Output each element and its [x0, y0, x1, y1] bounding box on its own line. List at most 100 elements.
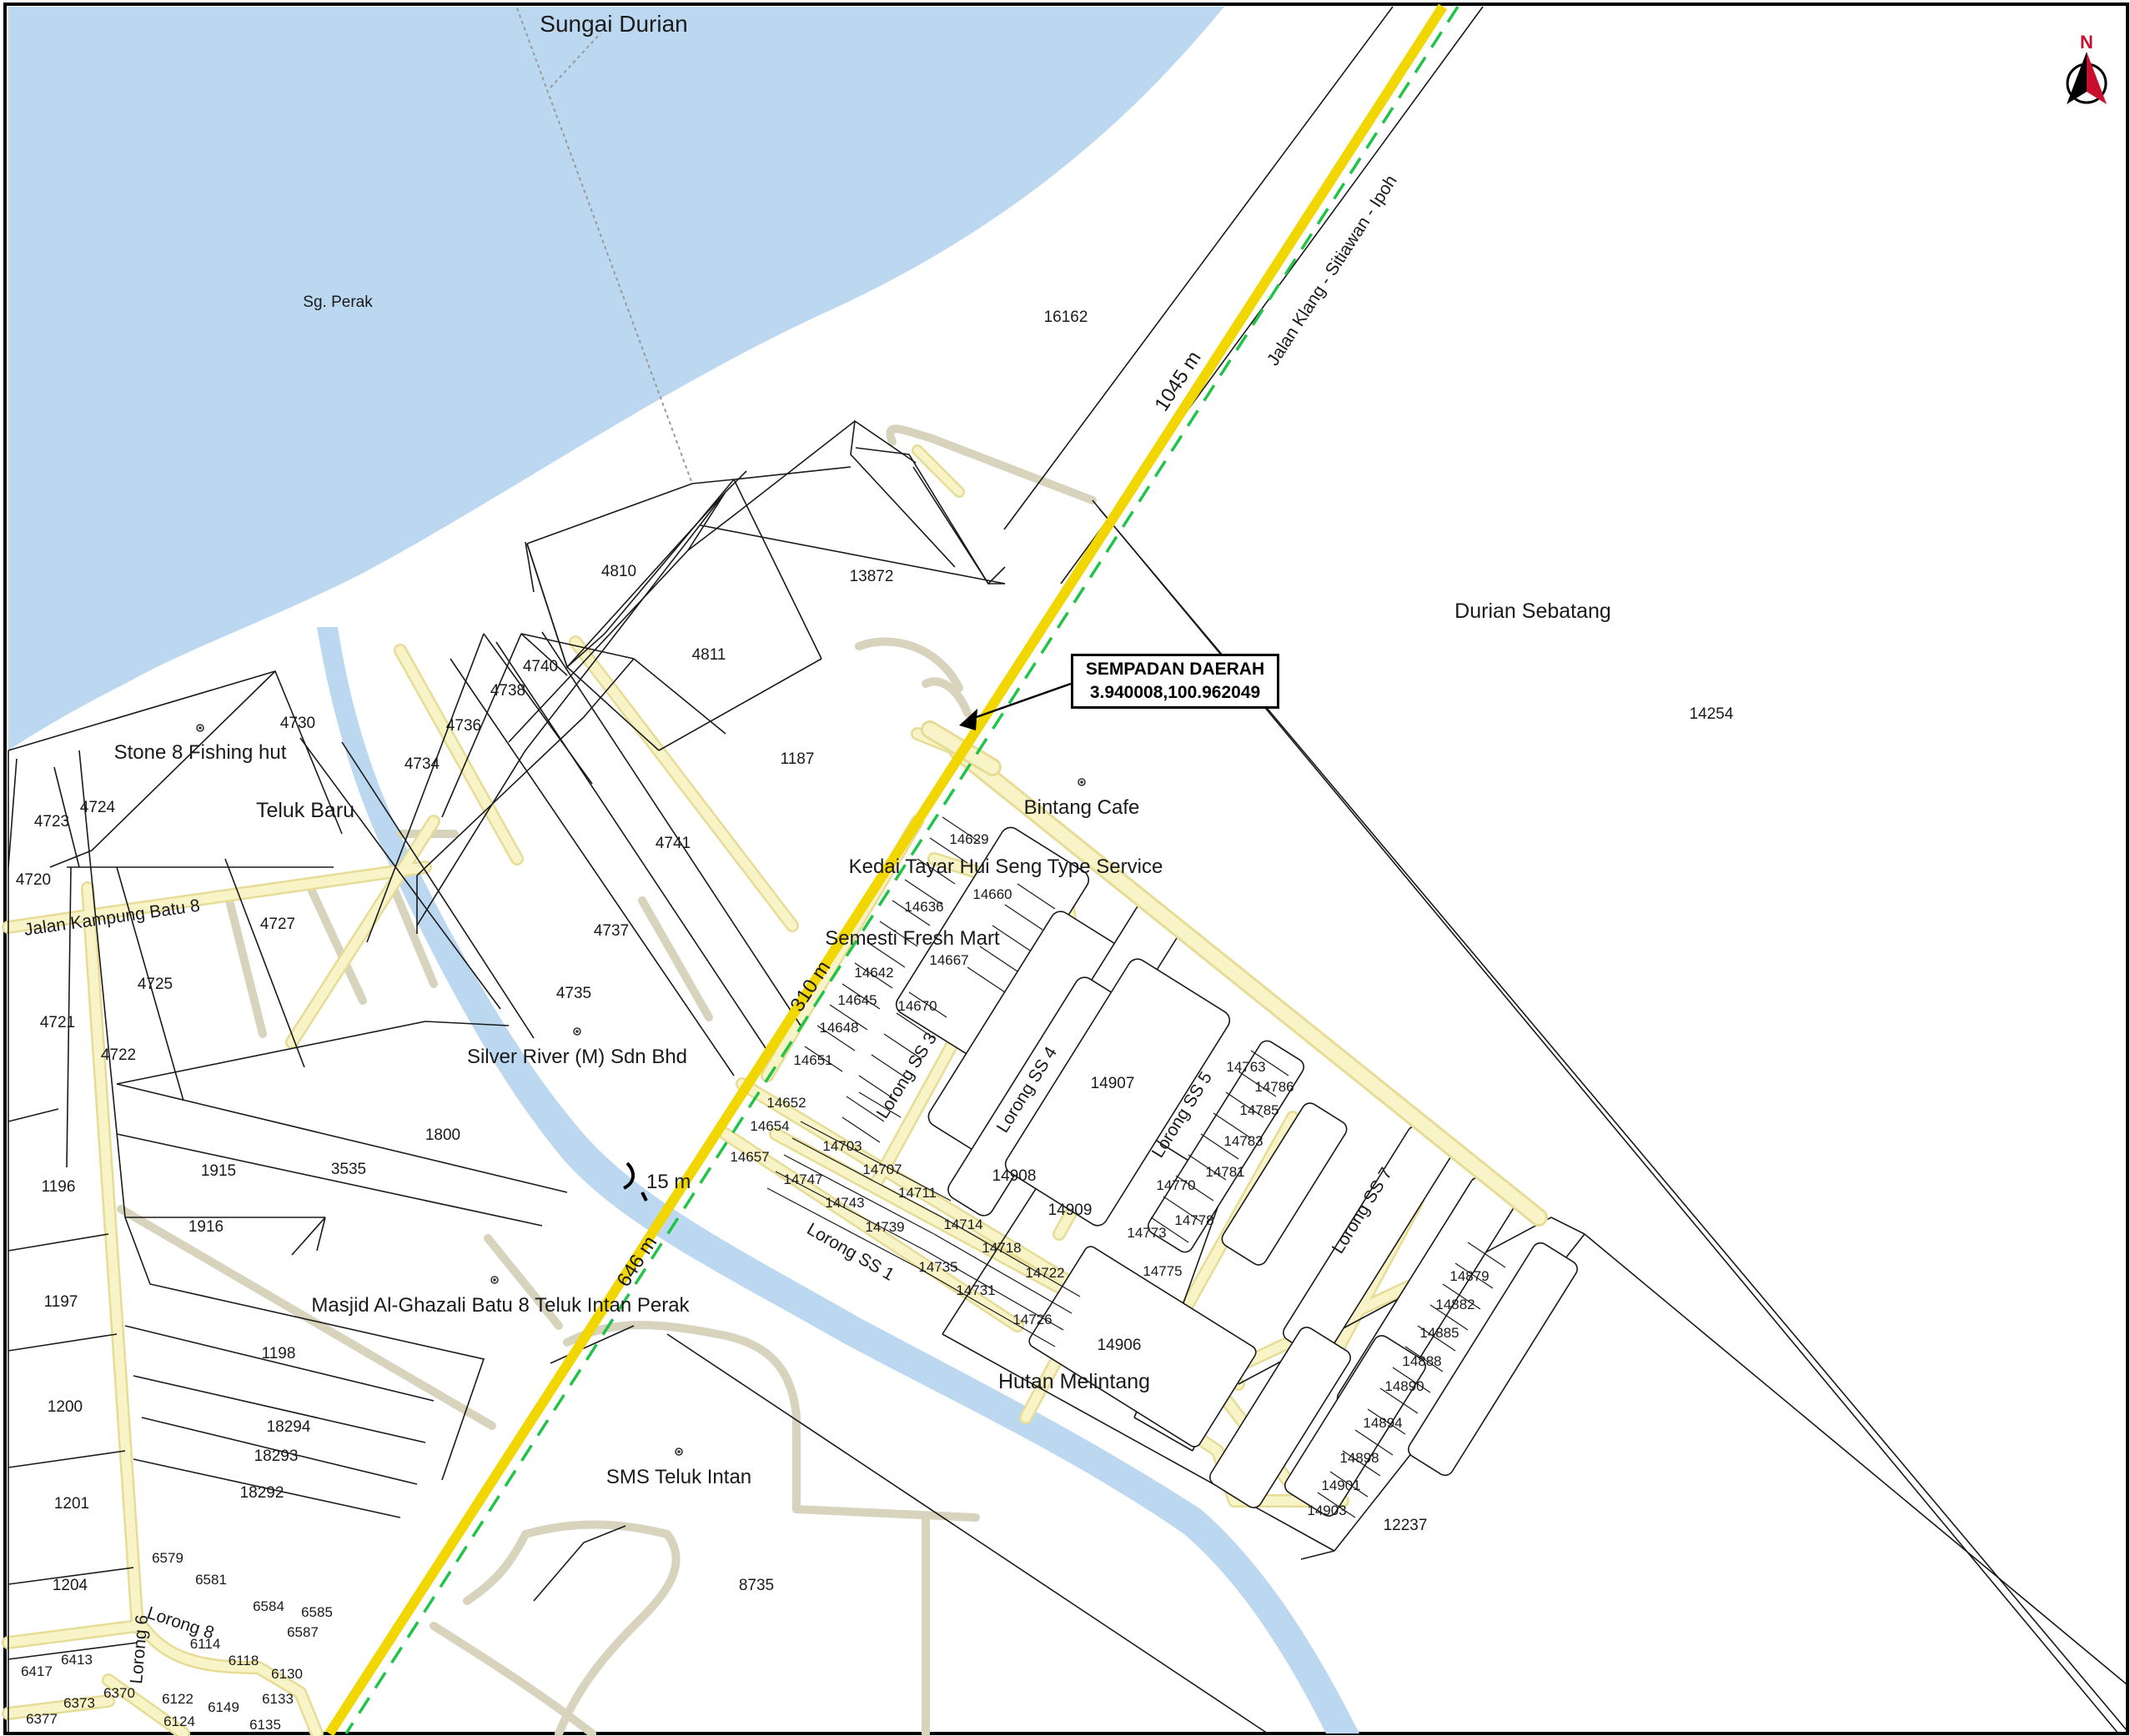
lot-14670: 14670 — [897, 998, 937, 1014]
river-boundary-line — [516, 8, 693, 484]
lot-14909: 14909 — [1048, 1202, 1093, 1219]
lot-14770: 14770 — [1156, 1177, 1195, 1193]
callout-pointer — [971, 682, 1072, 720]
lot-18293: 18293 — [254, 1448, 299, 1465]
highway-jalan-klang — [324, 3, 1459, 1736]
lot-6370: 6370 — [103, 1685, 135, 1701]
lot-14898: 14898 — [1339, 1450, 1379, 1466]
lot-14254: 14254 — [1690, 705, 1734, 723]
label-dist-15: 15 m — [646, 1171, 691, 1193]
lot-12237: 12237 — [1384, 1517, 1428, 1534]
poi-marker-sms — [675, 1448, 683, 1456]
label-masjid: Masjid Al-Ghazali Batu 8 Teluk Intan Per… — [311, 1294, 690, 1317]
lot-4736: 4736 — [446, 717, 481, 735]
lot-6581: 6581 — [195, 1572, 227, 1588]
lot-6373: 6373 — [63, 1695, 95, 1711]
lot-4725: 4725 — [138, 976, 173, 993]
lot-14885: 14885 — [1419, 1325, 1459, 1341]
block-ss7-c — [1408, 1242, 1578, 1477]
lot-14629: 14629 — [949, 831, 988, 847]
poi-marker-masjid — [490, 1276, 499, 1284]
lot-4724: 4724 — [80, 799, 116, 816]
lot-14778: 14778 — [1174, 1212, 1213, 1228]
lot-4738: 4738 — [490, 682, 525, 700]
lot-4723: 4723 — [34, 813, 69, 830]
lot-6133: 6133 — [262, 1691, 294, 1707]
lot-14907: 14907 — [1091, 1075, 1135, 1092]
district-boundary-line — [344, 6, 1459, 1734]
poi-marker-silver — [573, 1027, 581, 1036]
lot-6135: 6135 — [249, 1717, 281, 1733]
lot-14783: 14783 — [1223, 1133, 1263, 1149]
poi-marker-dots — [198, 726, 1083, 1453]
lot-14651: 14651 — [793, 1052, 832, 1068]
collector-roads — [912, 444, 1548, 1227]
lot-14879: 14879 — [1449, 1268, 1489, 1284]
lot-6130: 6130 — [271, 1666, 303, 1682]
lot-1916: 1916 — [188, 1218, 224, 1236]
lot-14711: 14711 — [898, 1185, 937, 1201]
label-bintang-cafe: Bintang Cafe — [1024, 796, 1140, 819]
block-14906 — [1028, 1246, 1257, 1448]
lot-4811: 4811 — [692, 646, 726, 664]
terrace-lot-lines — [766, 816, 1506, 1518]
block-south-a — [1209, 1327, 1351, 1508]
lot-1196: 1196 — [42, 1178, 76, 1196]
lot-4740: 4740 — [523, 658, 558, 675]
lot-1200: 1200 — [48, 1398, 83, 1416]
lot-6584: 6584 — [253, 1598, 284, 1614]
lot-6124: 6124 — [163, 1713, 195, 1729]
lot-6417: 6417 — [21, 1663, 53, 1679]
lot-14906: 14906 — [1098, 1337, 1142, 1354]
lot-14726: 14726 — [1012, 1312, 1052, 1327]
lot-4810: 4810 — [601, 563, 636, 580]
lot-14894: 14894 — [1363, 1415, 1402, 1431]
lot-14775: 14775 — [1143, 1263, 1182, 1279]
lot-14781: 14781 — [1205, 1164, 1244, 1180]
north-label: N — [2080, 32, 2093, 53]
lot-14654: 14654 — [750, 1118, 789, 1134]
label-sms: SMS Teluk Intan — [606, 1466, 751, 1488]
callout-arrowhead — [959, 709, 977, 730]
lot-14743: 14743 — [825, 1195, 864, 1211]
lot-13872: 13872 — [850, 568, 894, 585]
lot-14642: 14642 — [854, 965, 893, 981]
lot-1198: 1198 — [262, 1345, 296, 1362]
lot-18292: 18292 — [240, 1484, 284, 1502]
poi-marker-bintang — [1078, 778, 1086, 786]
lot-4737: 4737 — [594, 922, 629, 940]
lot-14667: 14667 — [929, 952, 968, 968]
lot-14747: 14747 — [783, 1172, 822, 1187]
lot-14735: 14735 — [918, 1259, 957, 1275]
lot-boundaries — [8, 6, 2127, 1734]
lot-6118: 6118 — [229, 1653, 259, 1668]
block-south-b — [1284, 1335, 1426, 1517]
lot-14901: 14901 — [1321, 1478, 1360, 1493]
north-arrow: N — [2066, 32, 2107, 104]
lot-14648: 14648 — [819, 1020, 858, 1036]
lot-1197: 1197 — [44, 1293, 78, 1311]
lot-14636: 14636 — [904, 899, 943, 915]
lot-14786: 14786 — [1254, 1079, 1294, 1095]
lot-6114: 6114 — [190, 1636, 221, 1652]
lot-14903: 14903 — [1307, 1503, 1346, 1518]
district-boundary-callout: SEMPADAN DAERAH 3.940008,100.962049 — [1071, 654, 1279, 709]
stream-durian — [317, 627, 1359, 1733]
lot-4735: 4735 — [556, 985, 591, 1002]
lot-6413: 6413 — [61, 1652, 93, 1668]
block-ss5-b — [1221, 1102, 1348, 1266]
lot-14718: 14718 — [982, 1240, 1021, 1256]
label-hutan-melintang: Hutan Melintang — [998, 1370, 1150, 1393]
poi-marker-fishing — [196, 724, 204, 732]
lot-14773: 14773 — [1127, 1225, 1166, 1241]
lot-14652: 14652 — [766, 1095, 806, 1111]
river-perak — [8, 7, 1224, 750]
lot-14660: 14660 — [972, 886, 1012, 902]
lot-14731: 14731 — [956, 1282, 995, 1298]
lot-4727: 4727 — [260, 916, 295, 933]
lot-6122: 6122 — [162, 1691, 193, 1707]
lot-14908: 14908 — [992, 1167, 1037, 1185]
lot-4734: 4734 — [404, 755, 440, 773]
lot-14722: 14722 — [1025, 1265, 1064, 1281]
